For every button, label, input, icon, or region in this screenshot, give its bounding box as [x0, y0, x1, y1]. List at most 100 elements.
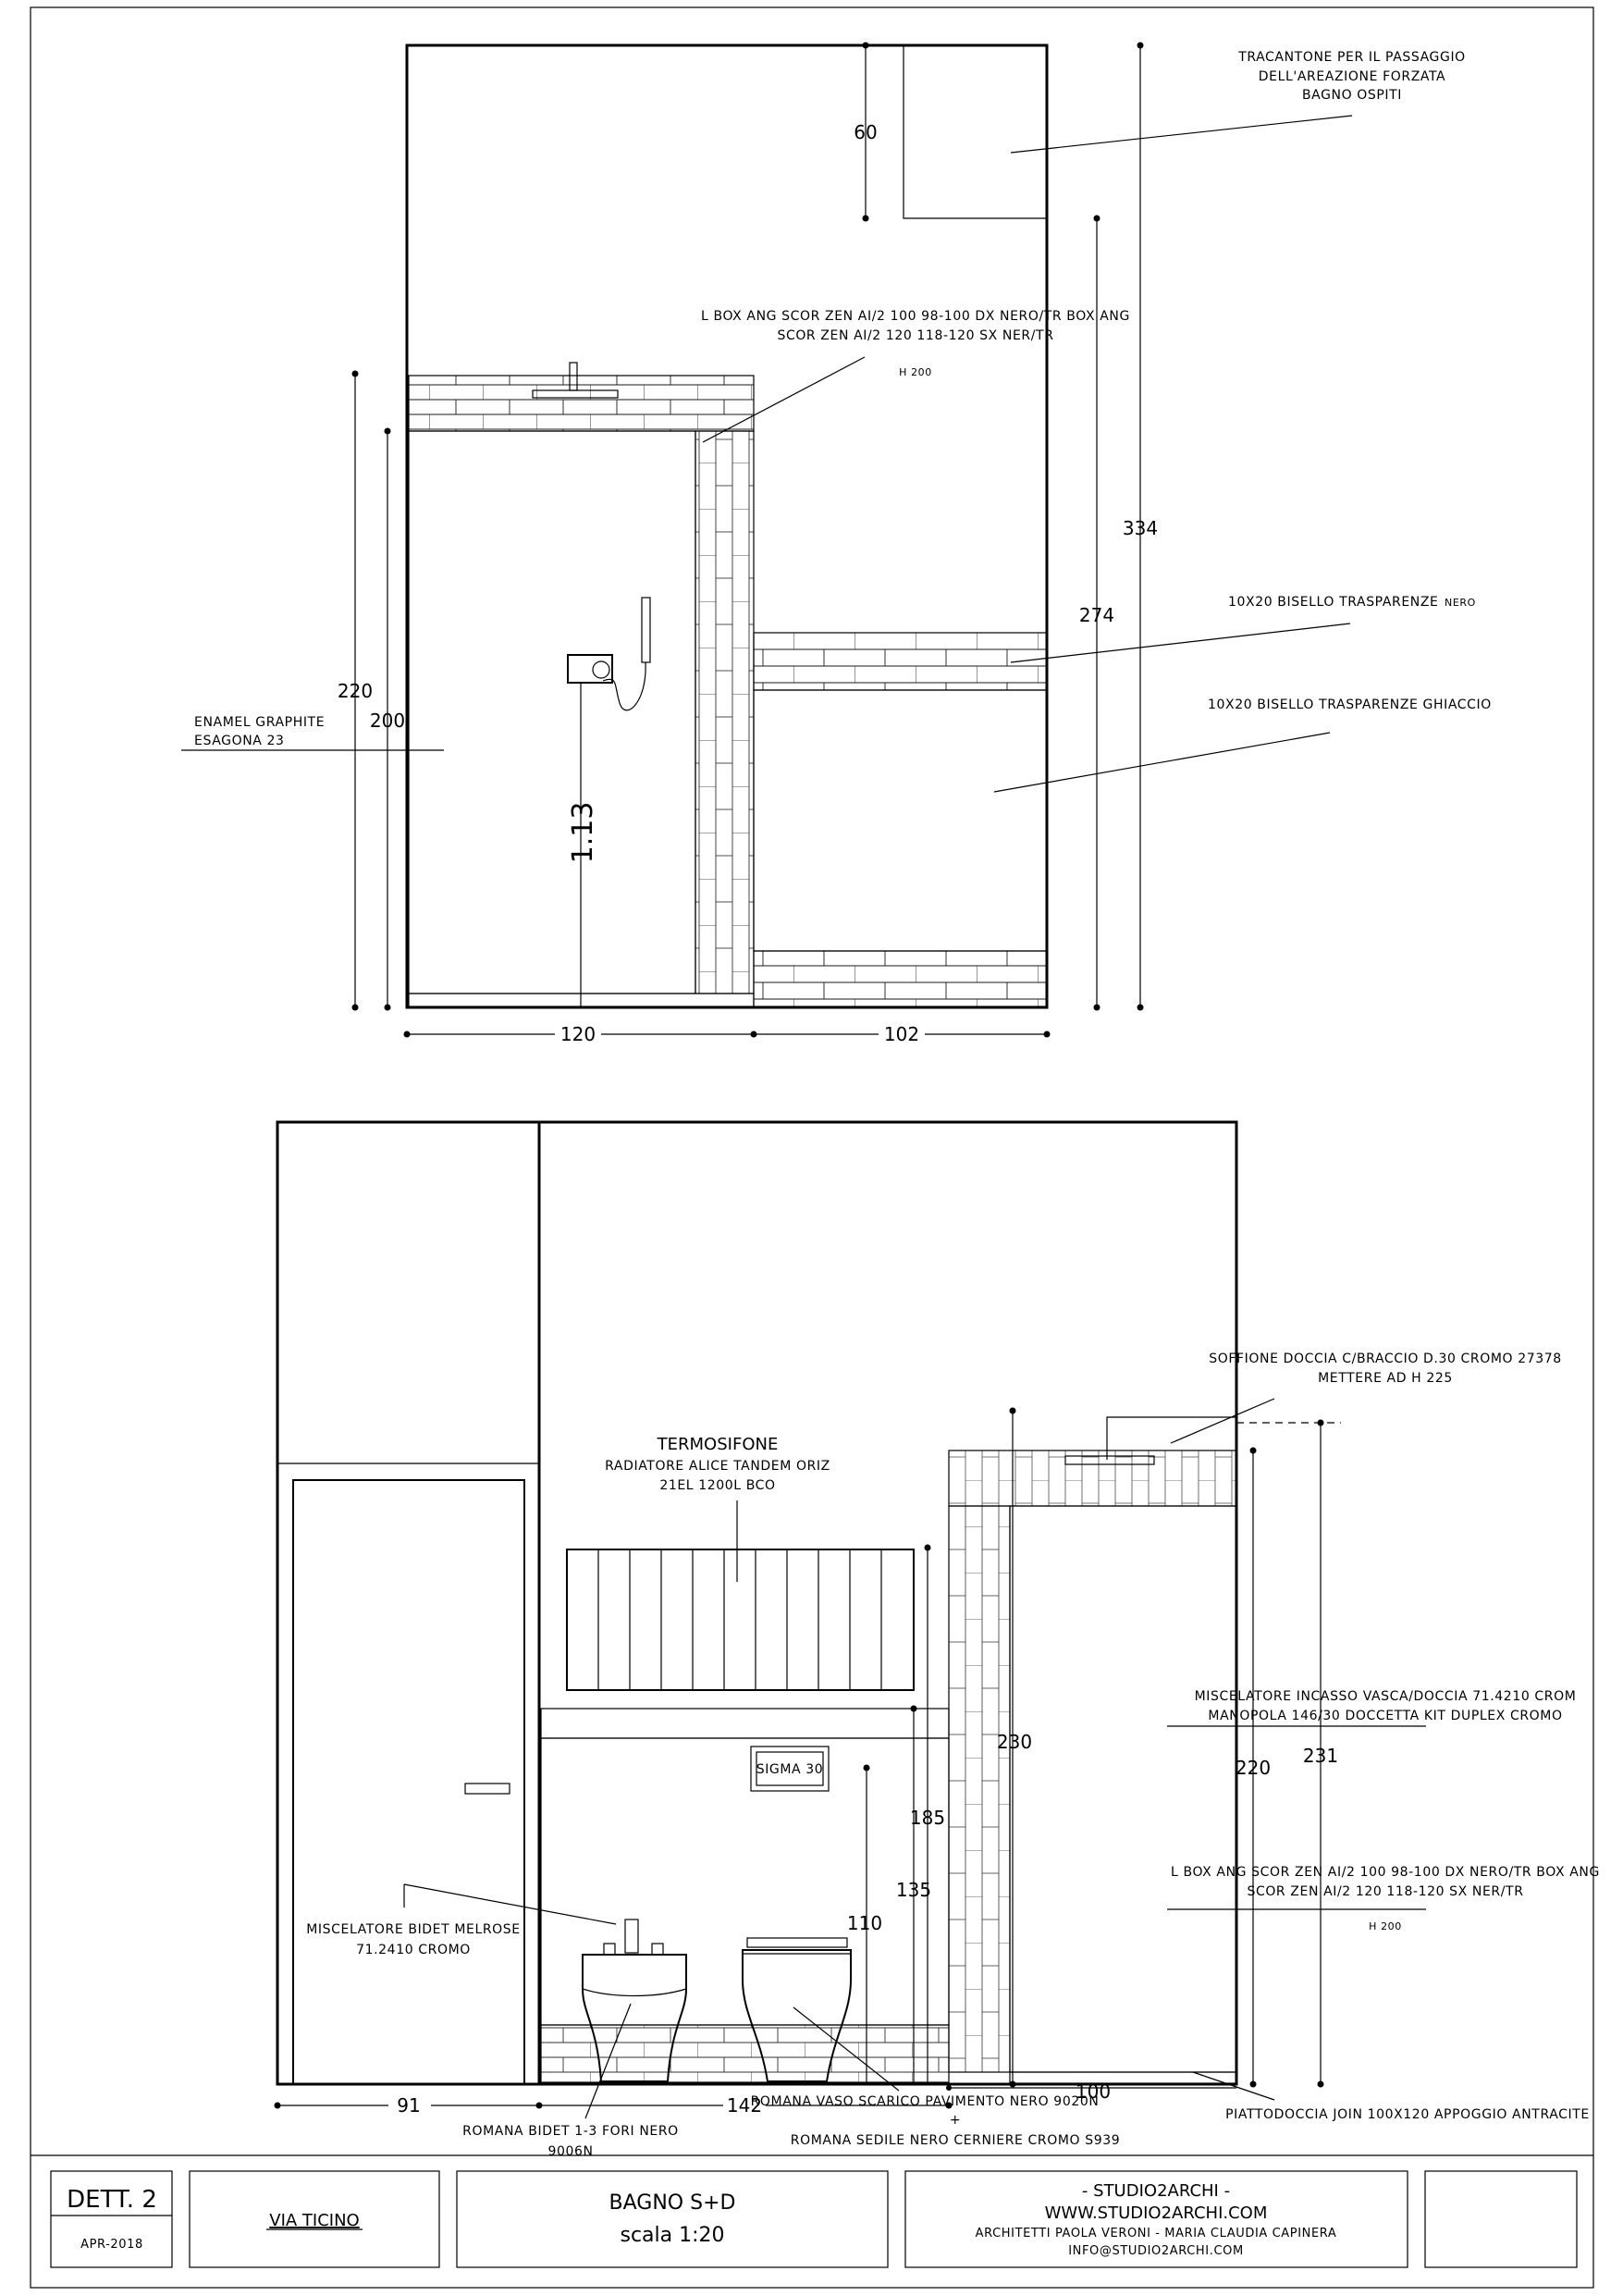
note-box-bottom: L BOX ANG SCOR ZEN AI/2 100 98-100 DX NE…: [1167, 1865, 1600, 1932]
svg-text:71.2410 CROMO: 71.2410 CROMO: [356, 1943, 471, 1957]
bottom-room-outline: [276, 1120, 1238, 2086]
svg-text:H 200: H 200: [899, 366, 932, 378]
bottom-shower-tray: [1009, 2071, 1237, 2084]
dim-horizontal-top: 120 102: [403, 1021, 1051, 1045]
top-shower-head-icon: [532, 362, 619, 399]
tb-studio-box: [904, 2170, 1408, 2268]
dim-113-label: 1.13: [567, 802, 599, 864]
dim-230-label: 230: [997, 1731, 1032, 1753]
dim-200-top-label: 200: [370, 710, 405, 732]
svg-text:METTERE AD H 225: METTERE AD H 225: [1318, 1371, 1453, 1386]
dim-185: 185: [910, 1544, 945, 2084]
toilet-icon: [742, 1937, 852, 2082]
dim-135: 135: [896, 1705, 931, 2084]
svg-text:MANOPOLA 146/30 DOCCETTA KIT D: MANOPOLA 146/30 DOCCETTA KIT DUPLEX CROM…: [1208, 1709, 1562, 1723]
tb-address: VIA TICINO: [269, 2211, 359, 2230]
dim-185-label: 185: [910, 1807, 945, 1829]
note-soffione: SOFFIONE DOCCIA C/BRACCIO D.30 CROMO 273…: [1170, 1352, 1561, 1444]
note-vaso: ROMANA VASO SCARICO PAVIMENTO NERO 9020N…: [751, 2006, 1120, 2148]
top-vent-box: [903, 45, 1047, 219]
tb-dett: DETT. 2: [67, 2186, 157, 2214]
bidet-icon: [582, 1919, 687, 2082]
note-piatto: PIATTODOCCIA JOIN 100X120 APPOGGIO ANTRA…: [1192, 2071, 1590, 2122]
svg-text:NERO: NERO: [1445, 597, 1476, 609]
svg-text:RADIATORE ALICE TANDEM ORIZ: RADIATORE ALICE TANDEM ORIZ: [605, 1459, 830, 1474]
top-shower-tile: [408, 430, 696, 994]
bottom-brick-wall: [540, 1737, 950, 2026]
sigma-label: SIGMA 30: [756, 1762, 824, 1777]
note-bidet-mix: MISCELATORE BIDET MELROSE 71.2410 CROMO: [306, 1883, 617, 1957]
note-nero: 10X20 BISELLO TRASPARENZE NERO: [1010, 595, 1476, 663]
dim-274: 274: [1079, 215, 1114, 1011]
dim-220-top-label: 220: [338, 680, 373, 702]
tb-scale: scala 1:20: [620, 2224, 724, 2247]
svg-text:L BOX ANG SCOR ZEN AI/2 100 98: L BOX ANG SCOR ZEN AI/2 100 98-100 DX NE…: [1171, 1865, 1600, 1880]
svg-text:ESAGONA 23: ESAGONA 23: [194, 734, 285, 748]
note-tracantone: TRACANTONE PER IL PASSAGGIO DELL'AREAZIO…: [1010, 50, 1466, 154]
svg-text:+: +: [950, 2113, 961, 2128]
dim-142-label: 142: [727, 2094, 762, 2117]
tb-room: BAGNO S+D: [609, 2191, 736, 2215]
svg-text:10X20 BISELLO TRASPARENZE GHI: 10X20 BISELLO TRASPARENZE GHIACCIO: [1208, 697, 1492, 712]
dim-274-label: 274: [1079, 604, 1114, 626]
note-miscelatore-vasca: MISCELATORE INCASSO VASCA/DOCCIA 71.4210…: [1167, 1689, 1576, 1727]
tb-studio: - STUDIO2ARCHI -: [1082, 2181, 1230, 2201]
termosifone-title: TERMOSIFONE: [657, 1435, 779, 1454]
note-box-top: L BOX ANG SCOR ZEN AI/2 100 98-100 DX NE…: [701, 309, 1130, 443]
dim-91-label: 91: [397, 2094, 420, 2117]
door-handle-icon: [464, 1783, 510, 1795]
svg-text:21EL 1200L BCO: 21EL 1200L BCO: [659, 1478, 775, 1493]
svg-text:SCOR ZEN AI/2 120 118-120 SX N: SCOR ZEN AI/2 120 118-120 SX NER/TR: [1247, 1884, 1523, 1899]
radiator-icon: [566, 1549, 915, 1691]
dim-231: 231: [1303, 1419, 1338, 2088]
svg-text:SCOR ZEN AI/2 120 118-120 SX N: SCOR ZEN AI/2 120 118-120 SX NER/TR: [777, 328, 1053, 343]
svg-text:SOFFIONE DOCCIA C/BRACCIO D.30: SOFFIONE DOCCIA C/BRACCIO D.30 CROMO 273…: [1209, 1352, 1561, 1366]
dim-60: 60: [854, 42, 878, 222]
dim-113: 1.13: [567, 683, 599, 1007]
top-mixer-icon: [567, 597, 651, 711]
tb-email: INFO@STUDIO2ARCHI.COM: [1068, 2244, 1244, 2258]
dim-60-label: 60: [854, 121, 877, 143]
sigma-flush-plate: SIGMA 30: [750, 1746, 830, 1792]
door: [292, 1479, 525, 2085]
top-elevation: 60 334 274 220 200: [181, 42, 1492, 1045]
bottom-shower-tile: [1009, 1505, 1237, 2073]
tb-empty-box: [1424, 2170, 1578, 2268]
top-room-outline: [405, 43, 1049, 1009]
svg-text:ROMANA SEDILE NERO CERNIERE CR: ROMANA SEDILE NERO CERNIERE CROMO S939: [791, 2133, 1120, 2148]
tb-date: APR-2018: [80, 2238, 143, 2252]
tb-architects: ARCHITETTI PAOLA VERONI - MARIA CLAUDIA …: [976, 2227, 1337, 2240]
dim-220-bottom: 220: [1236, 1447, 1271, 2088]
svg-text:TRACANTONE PER IL PASSAGGIO: TRACANTONE PER IL PASSAGGIO: [1237, 50, 1466, 65]
dim-334-label: 334: [1123, 517, 1158, 539]
svg-text:PIATTODOCCIA JOIN 100X120 APPO: PIATTODOCCIA JOIN 100X120 APPOGGIO ANTRA…: [1225, 2107, 1590, 2122]
title-block: DETT. 2 APR-2018 VIA TICINO BAGNO S+D sc…: [31, 2154, 1593, 2268]
svg-text:ENAMEL GRAPHITE: ENAMEL GRAPHITE: [194, 715, 325, 730]
tb-address-box: [189, 2170, 440, 2268]
tb-website: WWW.STUDIO2ARCHI.COM: [1045, 2203, 1268, 2223]
svg-text:ROMANA BIDET 1-3 FORI NERO: ROMANA BIDET 1-3 FORI NERO: [462, 2124, 679, 2139]
note-ghiaccio: 10X20 BISELLO TRASPARENZE GHIACCIO: [993, 697, 1492, 793]
dim-110: 110: [847, 1764, 882, 2084]
dim-120-label: 120: [560, 1023, 596, 1045]
svg-text:9006N: 9006N: [547, 2144, 593, 2159]
soffione-icon: [1064, 1408, 1341, 1465]
svg-text:BAGNO OSPITI: BAGNO OSPITI: [1302, 88, 1402, 103]
dim-100-label: 100: [1076, 2080, 1111, 2103]
sheet-border: [30, 6, 1594, 2289]
dim-110-label: 110: [847, 1912, 882, 1934]
note-termosifone: TERMOSIFONE RADIATORE ALICE TANDEM ORIZ …: [605, 1435, 830, 1582]
dim-334: 334: [1123, 42, 1158, 1011]
dim-231-label: 231: [1303, 1745, 1338, 1767]
dim-102-label: 102: [884, 1023, 919, 1045]
tb-dett-box: [50, 2170, 173, 2268]
dim-220-bottom-label: 220: [1236, 1757, 1271, 1779]
dim-200-top: 200: [370, 427, 405, 1011]
dim-horizontal-bottom: 91 142 100: [274, 2080, 1236, 2117]
note-enamel: ENAMEL GRAPHITE ESAGONA 23: [181, 715, 444, 751]
svg-text:MISCELATORE BIDET MELROSE: MISCELATORE BIDET MELROSE: [306, 1922, 521, 1937]
svg-text:L BOX ANG SCOR ZEN AI/2 100 98: L BOX ANG SCOR ZEN AI/2 100 98-100 DX NE…: [701, 309, 1130, 324]
svg-text:DELL'AREAZIONE FORZATA: DELL'AREAZIONE FORZATA: [1259, 69, 1445, 84]
top-ghiaccio-wall: [753, 689, 1048, 952]
